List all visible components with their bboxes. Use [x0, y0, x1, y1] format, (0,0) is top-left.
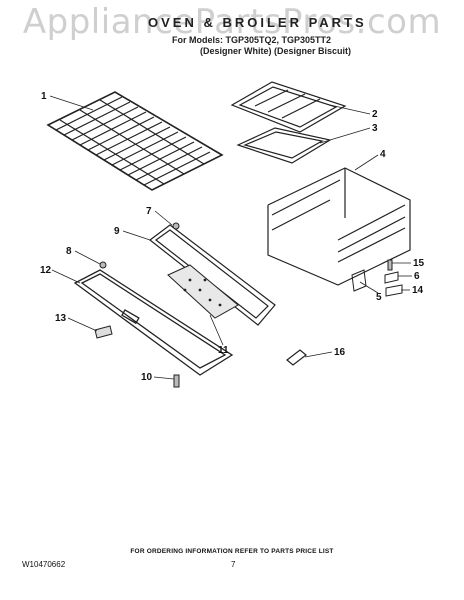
page-number: 7 — [231, 560, 236, 569]
callout-2: 2 — [372, 109, 378, 120]
callout-3: 3 — [372, 123, 378, 134]
callout-16: 16 — [334, 347, 346, 358]
broiler-pan — [236, 127, 332, 164]
colors-line: (Designer White) (Designer Biscuit) — [200, 46, 352, 56]
callout-7: 7 — [146, 206, 152, 217]
callout-4: 4 — [380, 149, 386, 160]
broiler-pan-insert — [230, 81, 347, 133]
callout-11: 11 — [218, 345, 229, 356]
storage-drawer-body — [267, 167, 411, 286]
drawer-insulation — [167, 264, 239, 319]
callout-8: 8 — [66, 246, 72, 257]
watermark: AppliancePartsPros.com — [22, 2, 442, 42]
callout-14: 14 — [412, 285, 424, 296]
document-number: W10470662 — [22, 560, 66, 569]
ordering-note: FOR ORDERING INFORMATION REFER TO PARTS … — [130, 548, 334, 555]
callout-6: 6 — [414, 271, 420, 282]
callout-1: 1 — [41, 91, 47, 102]
diagram-title: OVEN & BROILER PARTS — [148, 15, 367, 30]
clip-part — [286, 349, 307, 366]
callout-10: 10 — [141, 372, 153, 383]
oven-rack — [46, 91, 224, 191]
models-line: For Models: TGP305TQ2, TGP305TT2 — [172, 35, 332, 45]
callout-5: 5 — [376, 292, 382, 303]
callout-9: 9 — [114, 226, 120, 237]
drawer-handle — [94, 325, 113, 339]
callout-15: 15 — [413, 258, 425, 269]
callout-leaders — [49, 95, 412, 380]
callout-12: 12 — [40, 265, 52, 276]
drawer-front-panel — [73, 269, 234, 376]
callout-13: 13 — [55, 313, 67, 324]
screws — [99, 222, 393, 388]
